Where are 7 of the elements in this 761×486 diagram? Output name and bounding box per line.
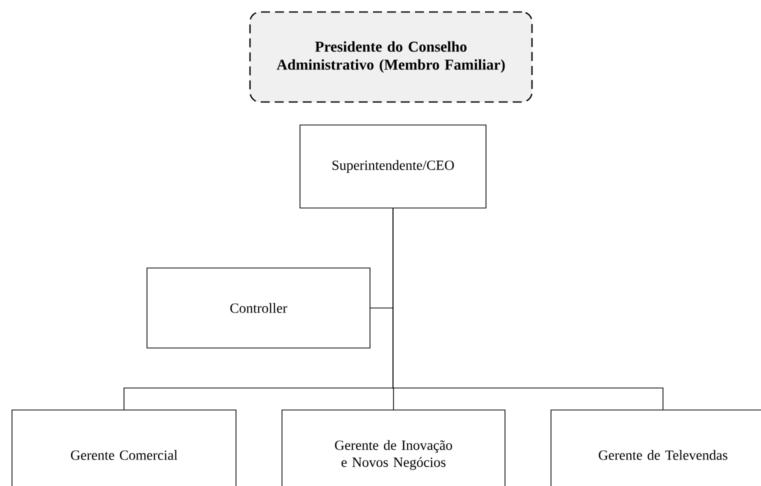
position-box: Controller (146, 268, 370, 348)
connector-line (392, 208, 664, 410)
position-box: Gerente de Inovação e Novos Negócios (282, 410, 506, 486)
position-box: Superintendente/CEO (300, 124, 486, 208)
position-box: Gerente de Televendas (550, 410, 761, 486)
board-chair-box: Presidente do Conselho Administrativo (Membro Familiar) (249, 11, 533, 103)
position-box: Gerente Comercial (12, 410, 236, 486)
